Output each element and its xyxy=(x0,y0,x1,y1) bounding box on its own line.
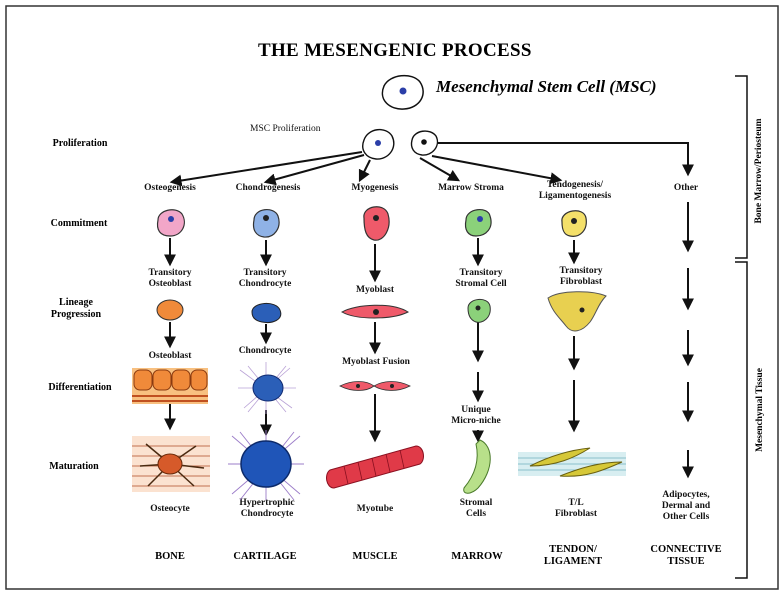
stromal-cells-icon xyxy=(463,439,491,494)
label-tl-fibroblast: T/L Fibroblast xyxy=(554,498,598,519)
hypertrophic-chondrocyte-icon xyxy=(228,430,304,501)
proliferating-cell-left-icon xyxy=(362,129,395,160)
branch-arrows xyxy=(169,142,694,187)
osteo-commitment-cell-icon xyxy=(156,209,185,237)
myoblast-fusion-icon xyxy=(339,381,411,391)
chondrocyte-icon xyxy=(238,362,296,414)
label-osteocyte: Osteocyte xyxy=(150,504,190,514)
tissue-connective: CONNECTIVE TISSUE xyxy=(650,544,722,567)
transitory-fibroblast-icon xyxy=(547,291,607,332)
tissue-muscle: MUSCLE xyxy=(352,551,398,562)
chondro-commitment-cell-icon xyxy=(252,209,280,238)
pathway-tendogenesis: Tendogenesis/ Ligamentogenesis xyxy=(538,180,612,201)
pathway-other: Other xyxy=(673,183,699,193)
osteoblast-row-icon xyxy=(132,368,208,404)
outer-border xyxy=(5,5,779,590)
label-chondrocyte: Chondrocyte xyxy=(238,346,292,356)
label-myotube: Myotube xyxy=(356,504,394,514)
msc-cell-icon xyxy=(381,74,424,110)
tissue-cartilage: CARTILAGE xyxy=(233,551,297,562)
label-myoblast-fusion: Myoblast Fusion xyxy=(342,357,410,367)
label-stromal-cells: Stromal Cells xyxy=(459,498,493,519)
tissue-tendon-ligament: TENDON/ LIGAMENT xyxy=(543,544,603,567)
myotube-icon xyxy=(326,445,424,489)
label-transitory-chondrocyte: Transitory Chondrocyte xyxy=(238,268,292,289)
osteocyte-icon xyxy=(132,436,210,492)
pathway-chondrogenesis: Chondrogenesis xyxy=(235,183,301,193)
myo-commitment-cell-icon xyxy=(363,206,390,241)
stroma-commitment-cell-icon xyxy=(464,209,492,237)
diagram-title: THE MESENGENIC PROCESS xyxy=(258,40,532,61)
stage-proliferation: Proliferation xyxy=(52,138,108,149)
label-transitory-fibroblast: Transitory Fibroblast xyxy=(559,266,603,287)
tissue-marrow: MARROW xyxy=(451,551,503,562)
msc-label: Mesenchymal Stem Cell (MSC) xyxy=(436,77,657,96)
stage-differentiation: Differentiation xyxy=(48,382,112,393)
label-osteoblast: Osteoblast xyxy=(148,351,192,361)
label-adipocytes: Adipocytes, Dermal and Other Cells xyxy=(661,490,711,522)
pathway-marrow-stroma: Marrow Stroma xyxy=(438,183,504,193)
label-transitory-stromal-cell: Transitory Stromal Cell xyxy=(455,268,507,289)
transitory-stromal-cell-icon xyxy=(467,299,491,323)
bracket-mesenchymal-tissue xyxy=(735,261,748,579)
proliferating-cell-right-icon xyxy=(410,130,439,156)
stage-lineage-progression: Lineage Progression xyxy=(50,297,102,320)
label-myoblast: Myoblast xyxy=(356,285,394,295)
label-transitory-osteoblast: Transitory Osteoblast xyxy=(148,268,192,289)
bracket-bone-marrow xyxy=(735,75,748,259)
tendo-commitment-cell-icon xyxy=(561,210,587,237)
label-unique-micro-niche: Unique Micro-niche xyxy=(451,405,501,426)
column-arrows xyxy=(164,202,694,479)
myoblast-icon xyxy=(340,304,410,319)
transitory-chondrocyte-icon xyxy=(251,303,282,323)
stage-commitment: Commitment xyxy=(50,218,108,229)
msc-proliferation-label: MSC Proliferation xyxy=(250,124,321,134)
stage-maturation: Maturation xyxy=(49,461,99,472)
pathway-myogenesis: Myogenesis xyxy=(351,183,399,193)
tl-fibroblast-icon xyxy=(518,447,626,477)
label-hypertrophic-chondrocyte: Hypertrophic Chondrocyte xyxy=(239,498,295,519)
pathway-osteogenesis: Osteogenesis xyxy=(144,183,196,193)
transitory-osteoblast-icon xyxy=(156,299,184,321)
tissue-bone: BONE xyxy=(155,551,185,562)
